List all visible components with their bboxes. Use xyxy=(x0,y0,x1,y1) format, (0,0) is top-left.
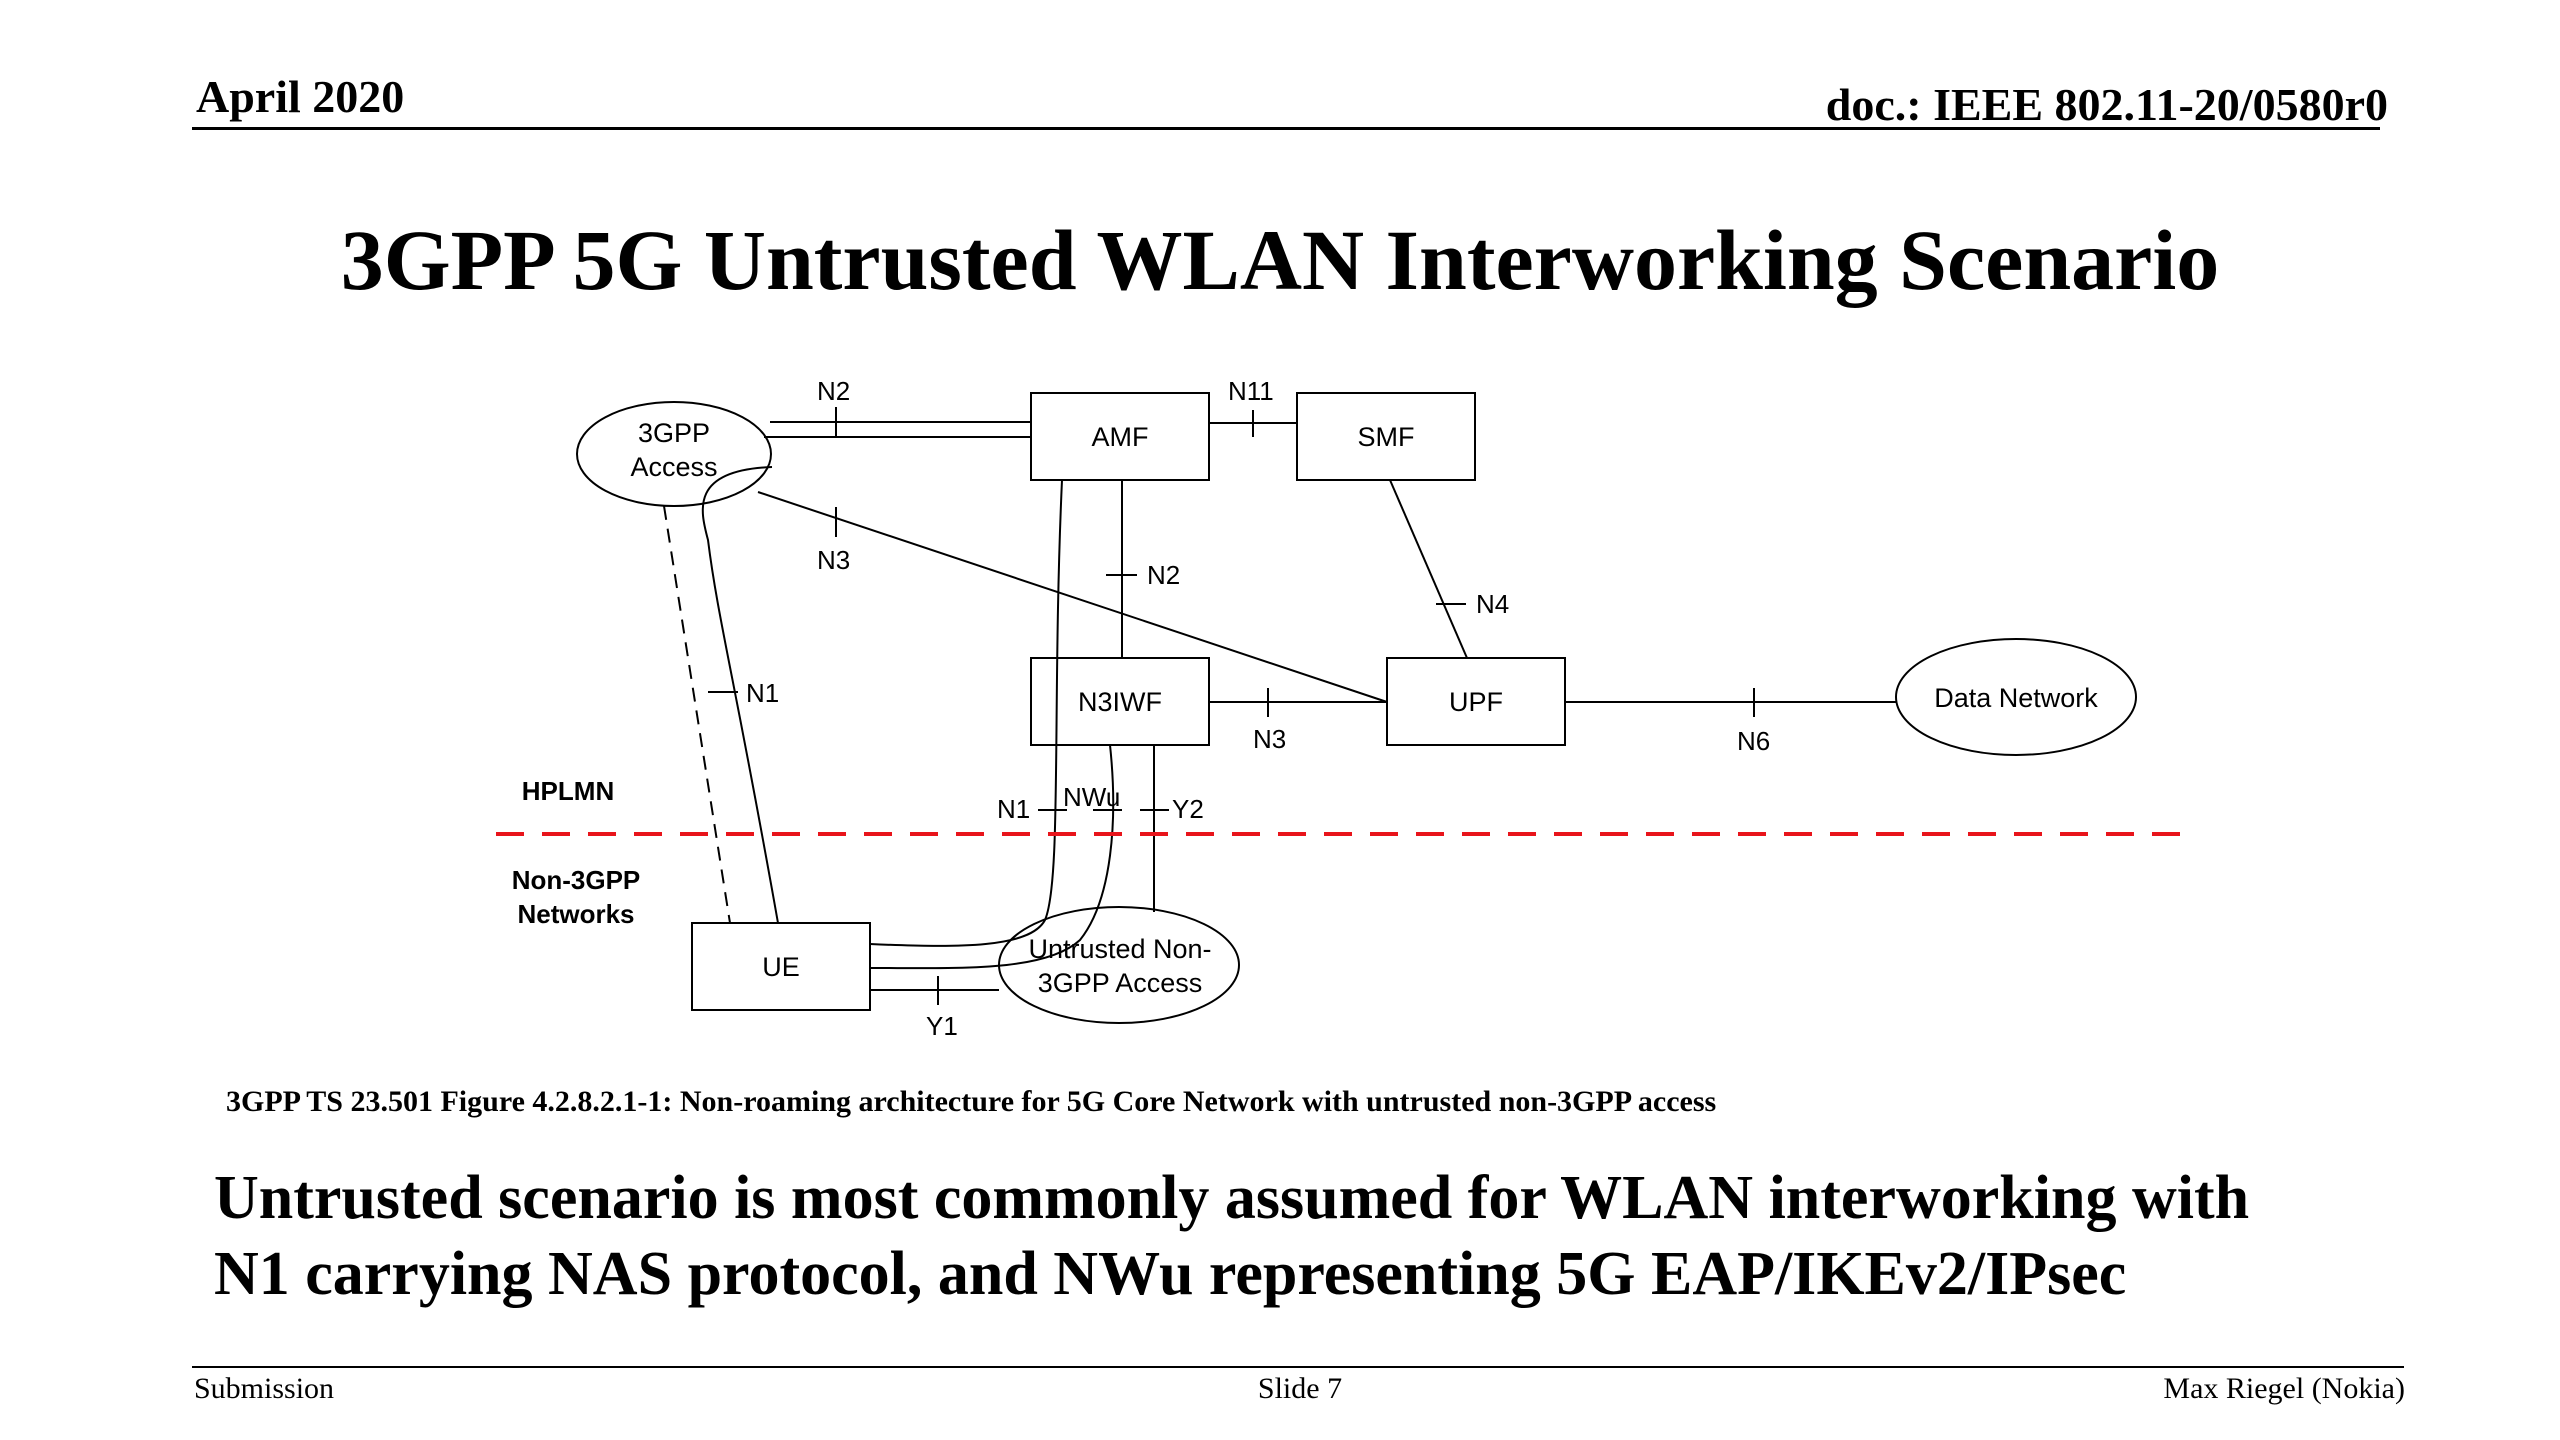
interface-n1-left: N1 xyxy=(746,678,779,708)
interface-y1: Y1 xyxy=(926,1011,958,1041)
link-nwu-tunnel-lower xyxy=(869,744,1115,970)
footer-submission: Submission xyxy=(194,1372,335,1405)
untrusted-access-ellipse xyxy=(998,906,1240,1024)
header-doc-id: doc.: IEEE 802.11-20/0580r0 xyxy=(1825,79,2388,130)
access-3gpp-label-line2: Access xyxy=(630,452,717,482)
link-n1-path xyxy=(701,466,779,924)
smf-label: SMF xyxy=(1358,422,1415,452)
summary-statement: Untrusted scenario is most commonly assu… xyxy=(214,1160,2414,1312)
slide-title: 3GPP 5G Untrusted WLAN Interworking Scen… xyxy=(340,212,2220,308)
interface-n4: N4 xyxy=(1476,589,1509,619)
interface-n2-top: N2 xyxy=(817,376,850,406)
access-3gpp-ellipse xyxy=(576,401,772,507)
interface-nwu: NWu xyxy=(1063,782,1120,812)
interface-n3-top: N3 xyxy=(817,545,850,575)
header-date: April 2020 xyxy=(196,71,405,122)
amf-label: AMF xyxy=(1092,422,1149,452)
link-access-ue-dashed xyxy=(663,505,731,924)
footer-rule xyxy=(192,1366,2404,1368)
region-hplmn-label: HPLMN xyxy=(522,776,614,806)
figure-caption: 3GPP TS 23.501 Figure 4.2.8.2.1-1: Non-r… xyxy=(226,1085,1717,1118)
link-nwu-tunnel-upper xyxy=(869,479,1063,947)
region-non3gpp-label-line1: Non-3GPP xyxy=(512,865,641,895)
ue-box xyxy=(691,922,871,1011)
interface-n3-mid: N3 xyxy=(1253,724,1286,754)
smf-box xyxy=(1296,392,1476,481)
interface-n6: N6 xyxy=(1737,726,1770,756)
upf-label: UPF xyxy=(1449,687,1503,717)
access-3gpp-label-line1: 3GPP xyxy=(638,418,710,448)
link-access-upf xyxy=(757,491,1388,703)
interface-n2-mid: N2 xyxy=(1147,560,1180,590)
link-smf-upf xyxy=(1389,479,1468,659)
ue-label: UE xyxy=(762,952,800,982)
n3iwf-label: N3IWF xyxy=(1078,687,1162,717)
untrusted-access-label-line1: Untrusted Non- xyxy=(1028,934,1211,964)
data-network-ellipse xyxy=(1895,638,2137,756)
header-rule xyxy=(192,127,2380,130)
interface-n11: N11 xyxy=(1228,376,1274,406)
footer-slide-number: Slide 7 xyxy=(1257,1372,1343,1405)
interface-y2: Y2 xyxy=(1172,794,1204,824)
interface-n1-low: N1 xyxy=(997,794,1030,824)
untrusted-access-label-line2: 3GPP Access xyxy=(1038,968,1203,998)
summary-line-1: Untrusted scenario is most commonly assu… xyxy=(214,1164,2250,1232)
footer-author: Max Riegel (Nokia) xyxy=(2163,1372,2405,1405)
data-network-label: Data Network xyxy=(1934,683,2098,713)
region-non3gpp-label-line2: Networks xyxy=(517,899,634,929)
summary-line-2: N1 carrying NAS protocol, and NWu repres… xyxy=(214,1240,2127,1308)
